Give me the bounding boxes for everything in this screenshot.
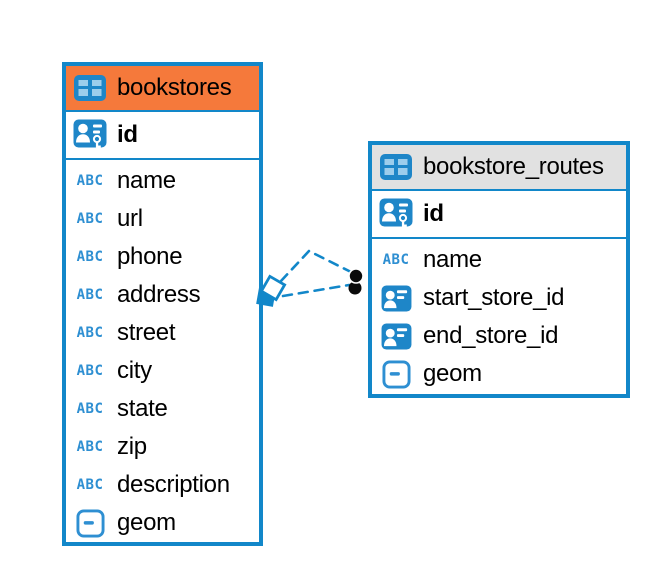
text-type-icon: ABC [76, 173, 104, 189]
table-bookstores[interactable]: bookstores id ABC name ABC url ABC phone… [62, 62, 263, 546]
column-name: url [117, 205, 143, 232]
column-name: start_store_id [423, 284, 565, 311]
text-type-icon: ABC [76, 477, 104, 493]
column-row-name[interactable]: ABC name [372, 241, 626, 279]
column-row-address[interactable]: ABC address [66, 276, 259, 314]
table-icon [378, 153, 414, 181]
text-type-icon: ABC [76, 439, 104, 455]
column-name: address [117, 281, 201, 308]
text-type-icon: ABC [76, 249, 104, 265]
column-name: description [117, 471, 230, 498]
primary-key-icon [72, 119, 108, 151]
reference-type-icon [378, 285, 414, 312]
geometry-type-icon [72, 509, 108, 538]
primary-key-icon [378, 198, 414, 230]
column-row-id[interactable]: id [66, 112, 259, 160]
marker-front-square [259, 274, 287, 302]
table-icon [72, 74, 108, 102]
column-name: name [423, 246, 482, 273]
table-name: bookstore_routes [423, 153, 604, 180]
column-row-geom[interactable]: geom [66, 504, 259, 542]
column-name: street [117, 319, 176, 346]
text-type-icon: ABC [76, 401, 104, 417]
table-bookstores-header[interactable]: bookstores [66, 66, 259, 112]
table-bookstore-routes-header[interactable]: bookstore_routes [372, 145, 626, 191]
column-row-phone[interactable]: ABC phone [66, 238, 259, 276]
column-name: name [117, 167, 176, 194]
column-name: geom [423, 360, 482, 387]
column-row-zip[interactable]: ABC zip [66, 428, 259, 466]
column-name: phone [117, 243, 183, 270]
table-bookstore-routes[interactable]: bookstore_routes id ABC name start_store… [368, 141, 630, 398]
column-row-street[interactable]: ABC street [66, 314, 259, 352]
column-name: state [117, 395, 168, 422]
text-type-icon: ABC [76, 325, 104, 341]
column-name: end_store_id [423, 322, 559, 349]
column-row-state[interactable]: ABC state [66, 390, 259, 428]
text-type-icon: ABC [76, 363, 104, 379]
column-name: geom [117, 509, 176, 536]
relationship-line-upper[interactable] [279, 249, 353, 283]
relationship-endpoint-dot [348, 281, 362, 295]
column-row-start-store-id[interactable]: start_store_id [372, 279, 626, 317]
column-list: ABC name ABC url ABC phone ABC address A… [66, 160, 259, 544]
table-name: bookstores [117, 74, 232, 101]
text-type-icon: ABC [76, 287, 104, 303]
relationship-endpoint-dot [348, 268, 364, 284]
text-type-icon: ABC [76, 211, 104, 227]
reference-type-icon [378, 323, 414, 350]
column-row-geom[interactable]: geom [372, 355, 626, 393]
column-row-name[interactable]: ABC name [66, 162, 259, 200]
column-name: id [423, 200, 444, 227]
text-type-icon: ABC [382, 252, 410, 268]
geometry-type-icon [378, 360, 414, 389]
column-row-id[interactable]: id [372, 191, 626, 239]
relationship-line-lower[interactable] [281, 283, 351, 298]
column-list: ABC name start_store_id end_store_id ge [372, 239, 626, 395]
column-name: city [117, 357, 152, 384]
column-row-city[interactable]: ABC city [66, 352, 259, 390]
column-row-end-store-id[interactable]: end_store_id [372, 317, 626, 355]
column-row-url[interactable]: ABC url [66, 200, 259, 238]
column-name: id [117, 121, 138, 148]
column-row-description[interactable]: ABC description [66, 466, 259, 504]
column-name: zip [117, 433, 147, 460]
